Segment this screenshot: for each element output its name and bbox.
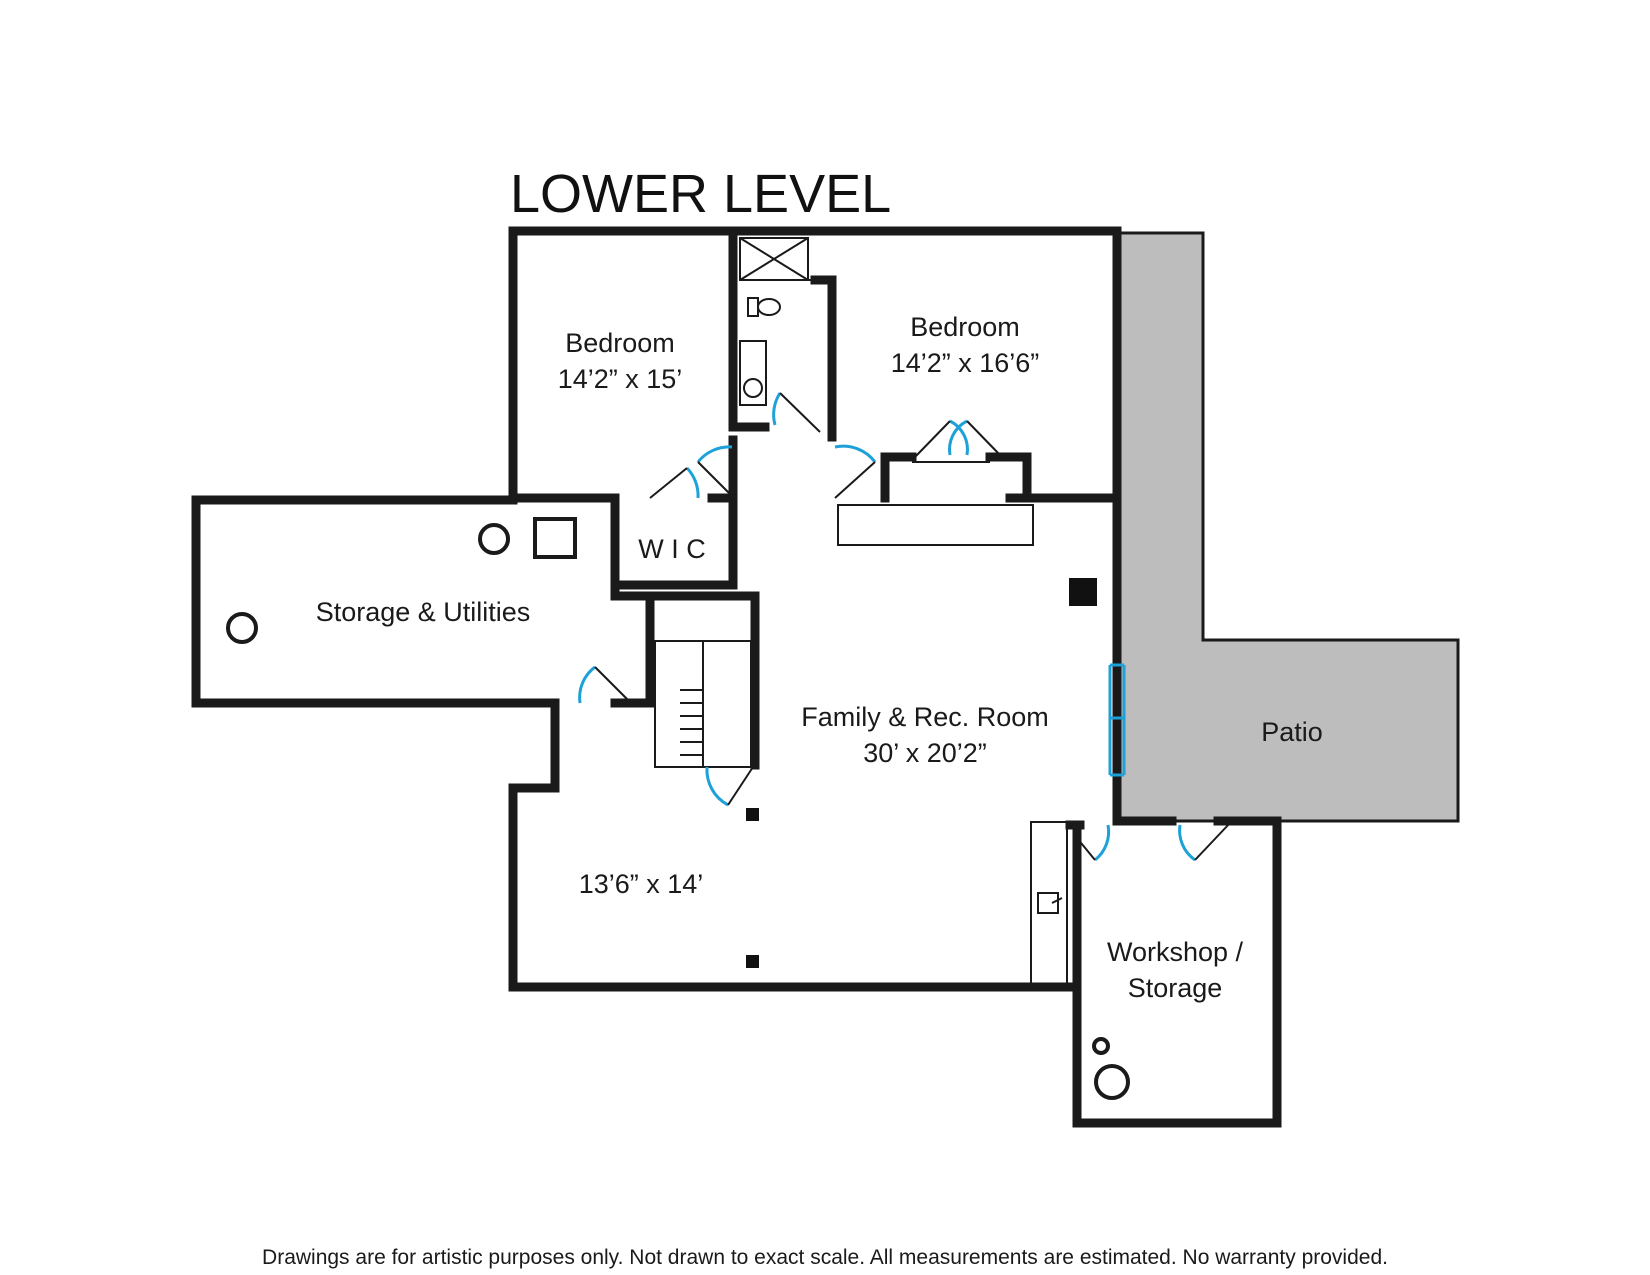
family-rec-size: 30’ x 20’2”	[863, 738, 987, 768]
counter	[1030, 821, 1068, 986]
storage-utilities-label: Storage & Utilities	[316, 597, 531, 627]
sump-icon	[226, 612, 258, 644]
water-heater-icon	[478, 523, 510, 555]
bedroom-left-name: Bedroom	[565, 328, 675, 358]
wic-label: W I C	[638, 534, 706, 564]
plan-title: LOWER LEVEL	[510, 164, 891, 224]
doors	[578, 392, 1231, 862]
walls	[191, 226, 1282, 1128]
shower-icon	[739, 237, 809, 281]
closet-shelf	[837, 504, 1034, 546]
disclaimer: Drawings are for artistic purposes only.…	[262, 1246, 1388, 1269]
bedroom-left-size: 14’2” x 15’	[558, 364, 683, 394]
patio-label: Patio	[1261, 717, 1323, 747]
bedroom-right-size: 14’2” x 16’6”	[891, 348, 1040, 378]
toilet-icon	[747, 297, 781, 317]
furnace-icon	[533, 517, 577, 559]
sink-icon	[739, 340, 767, 406]
workshop-name-line1: Workshop /	[1107, 937, 1244, 967]
bedroom-right-name: Bedroom	[910, 312, 1020, 342]
family-rec-name: Family & Rec. Room	[801, 702, 1049, 732]
tank-icon	[1094, 1064, 1130, 1100]
support-post	[1069, 578, 1097, 606]
floor-drain-icon	[1092, 1037, 1110, 1055]
support-post	[746, 955, 759, 968]
workshop-name-line2: Storage	[1128, 973, 1223, 1003]
lower-room-size: 13’6” x 14’	[579, 869, 704, 899]
support-post	[746, 808, 759, 821]
stairs	[654, 640, 752, 768]
laundry-sink-icon	[1037, 892, 1063, 914]
